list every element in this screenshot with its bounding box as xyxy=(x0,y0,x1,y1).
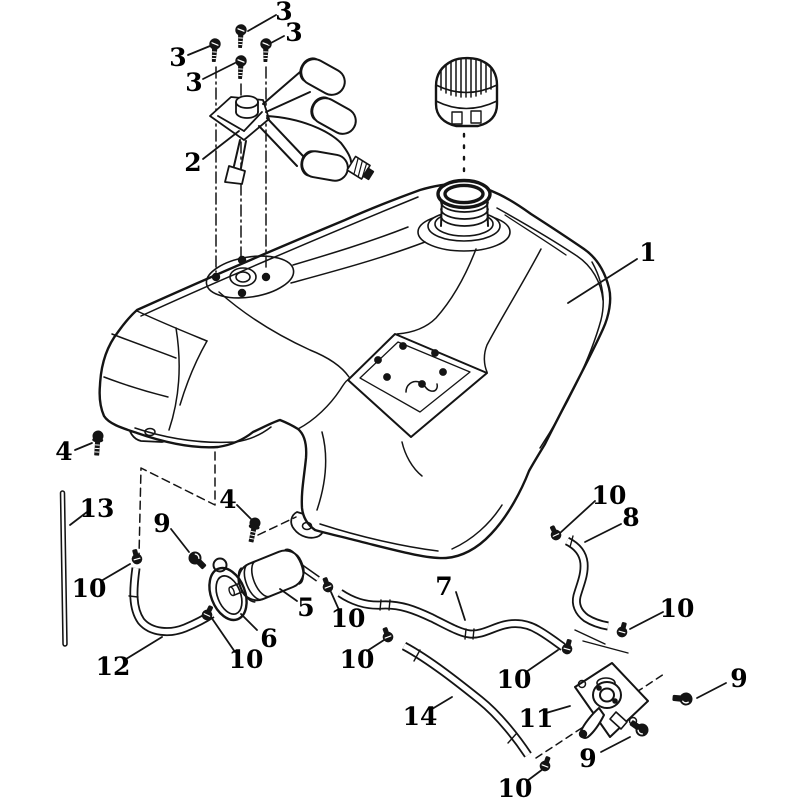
callout-4: 4 xyxy=(219,485,236,514)
filler-neck xyxy=(417,178,511,252)
callout-13: 13 xyxy=(80,494,115,523)
clamp-icon xyxy=(560,637,575,656)
screw-icon xyxy=(627,716,652,740)
fuel-tank xyxy=(98,178,612,560)
callout-10: 10 xyxy=(229,645,264,674)
bolt-icon xyxy=(91,430,104,456)
tank-outline xyxy=(98,182,612,560)
assembly-alignment-lines xyxy=(138,66,297,557)
callout-3: 3 xyxy=(275,0,292,26)
fuel-sender xyxy=(209,52,375,185)
callout-labels: 3 3 3 3 2 1 4 4 13 9 10 8 10 5 7 10 10 6… xyxy=(55,0,747,803)
callout-11: 11 xyxy=(519,704,554,733)
hose-14 xyxy=(401,642,532,758)
screw-icon xyxy=(234,23,248,49)
fuel-cap xyxy=(434,56,499,128)
callout-9: 9 xyxy=(579,744,596,773)
fuel-valve xyxy=(574,662,649,740)
callout-6: 6 xyxy=(260,624,277,653)
float-icon xyxy=(294,52,351,101)
bracket-lines xyxy=(574,629,629,654)
callout-2: 2 xyxy=(184,148,201,177)
callout-9: 9 xyxy=(730,664,747,693)
screw-icon xyxy=(259,37,273,63)
callout-12: 12 xyxy=(96,652,131,681)
hose-8 xyxy=(564,535,609,631)
float-icon xyxy=(305,91,362,140)
dipstick-rod xyxy=(59,490,68,647)
screw-icon xyxy=(207,37,222,63)
callout-3: 3 xyxy=(185,68,202,97)
callout-3: 3 xyxy=(169,43,186,72)
clamp-icon xyxy=(319,575,335,594)
callout-10: 10 xyxy=(592,481,627,510)
callout-5: 5 xyxy=(297,593,314,622)
tank-panel-lines xyxy=(103,196,604,552)
callout-3: 3 xyxy=(285,18,302,47)
clamps xyxy=(129,523,630,773)
sender-connector xyxy=(346,155,375,181)
grommet-ring xyxy=(208,557,248,622)
callout-10: 10 xyxy=(340,645,375,674)
callout-10: 10 xyxy=(72,574,107,603)
callout-7: 7 xyxy=(435,572,452,601)
callout-4: 4 xyxy=(55,437,72,466)
callout-14: 14 xyxy=(403,702,438,731)
callout-9: 9 xyxy=(153,509,170,538)
screw-icon xyxy=(671,691,694,707)
callout-10: 10 xyxy=(660,594,695,623)
callout-1: 1 xyxy=(639,238,656,267)
hose-12 xyxy=(128,567,215,637)
callout-10: 10 xyxy=(331,604,366,633)
clamp-icon xyxy=(129,547,144,566)
mounting-plate xyxy=(347,333,488,438)
screw-icon xyxy=(234,54,248,80)
leader-lines xyxy=(69,14,727,782)
bolt-icon xyxy=(245,516,262,544)
clamp-icon xyxy=(615,620,630,639)
fuel-pump xyxy=(228,548,320,603)
float-icon xyxy=(298,148,351,184)
tank-outlet-fitting xyxy=(405,380,438,393)
callout-10: 10 xyxy=(497,665,532,694)
callout-8: 8 xyxy=(622,503,639,532)
screw-icon xyxy=(185,548,210,573)
callout-10: 10 xyxy=(498,774,533,800)
hose-7 xyxy=(337,589,566,651)
sender-mount-plateau xyxy=(205,255,295,299)
